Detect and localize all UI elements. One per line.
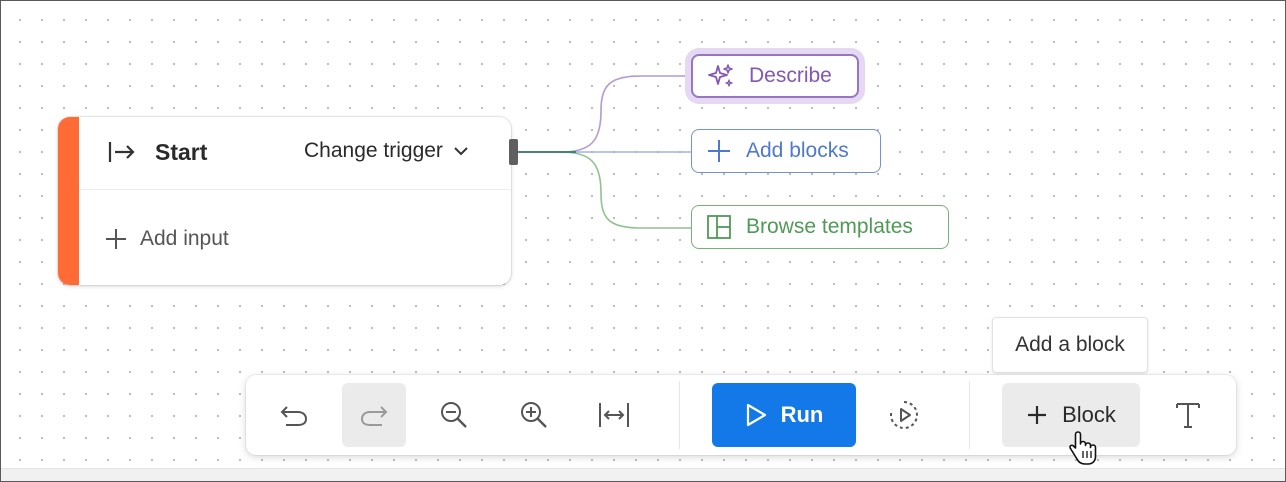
toolbar-divider <box>969 381 970 449</box>
zoom-in-icon <box>521 402 547 428</box>
toolbar-divider <box>679 381 680 449</box>
run-history-icon <box>890 401 918 429</box>
add-blocks-option-label: Add blocks <box>746 139 849 162</box>
change-trigger-label: Change trigger <box>304 139 443 162</box>
start-node-header: Start Change trigger <box>79 117 511 190</box>
run-button[interactable]: Run <box>712 383 856 447</box>
text-icon <box>1176 403 1200 428</box>
undo-icon <box>280 406 308 426</box>
add-text-button[interactable] <box>1156 383 1220 447</box>
add-input-button[interactable]: Add input <box>104 227 229 251</box>
add-block-button-label: Block <box>1062 402 1116 427</box>
chevron-down-icon <box>454 147 468 156</box>
add-block-tooltip: Add a block <box>992 317 1148 373</box>
fit-width-icon <box>599 403 629 427</box>
add-block-button[interactable]: Block <box>1002 383 1140 447</box>
zoom-out-button[interactable] <box>422 383 486 447</box>
start-node-title: Start <box>155 139 208 165</box>
run-button-label: Run <box>780 402 824 427</box>
plus-icon <box>106 229 126 249</box>
entry-arrow-icon <box>108 142 135 162</box>
canvas-bottom-edge <box>1 468 1285 481</box>
bottom-toolbar: Run Block <box>246 375 1236 455</box>
plus-icon <box>708 140 730 162</box>
sparkles-icon <box>708 64 733 87</box>
fit-view-button[interactable] <box>582 383 646 447</box>
browse-templates-option[interactable]: Browse templates <box>691 205 949 249</box>
plus-icon <box>1028 406 1047 424</box>
zoom-in-button[interactable] <box>502 383 566 447</box>
run-history-button[interactable] <box>872 383 936 447</box>
play-icon <box>746 403 766 427</box>
layout-icon <box>707 215 731 239</box>
undo-button[interactable] <box>262 383 326 447</box>
change-trigger-dropdown[interactable]: Change trigger <box>304 139 469 163</box>
zoom-out-icon <box>441 402 467 428</box>
browse-templates-option-label: Browse templates <box>746 215 913 238</box>
redo-icon <box>360 406 388 426</box>
redo-button[interactable] <box>342 383 406 447</box>
start-node[interactable]: Start Change trigger Add input <box>58 117 511 285</box>
add-blocks-option[interactable]: Add blocks <box>691 129 881 173</box>
start-node-output-handle[interactable] <box>509 139 518 165</box>
describe-option-label: Describe <box>749 64 832 87</box>
start-node-accent <box>58 117 79 285</box>
add-input-label: Add input <box>140 227 229 250</box>
describe-option[interactable]: Describe <box>691 54 859 98</box>
